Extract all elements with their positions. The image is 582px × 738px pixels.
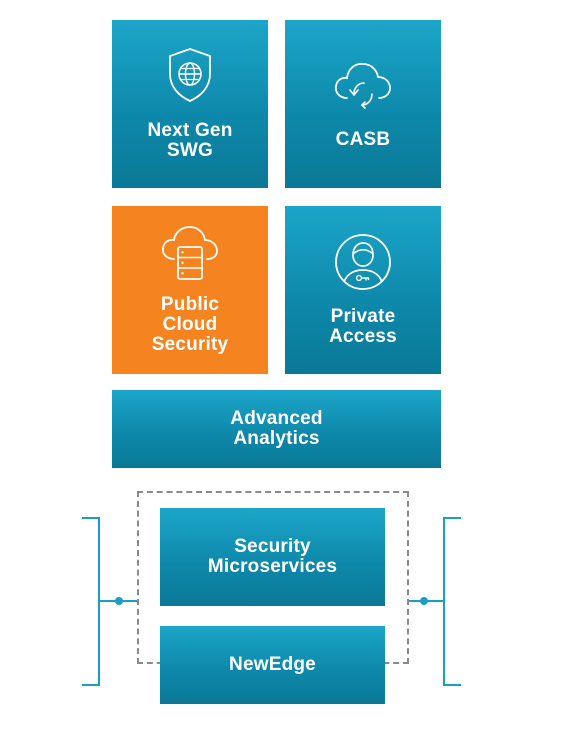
tile-next-gen-swg[interactable]: Next Gen SWG <box>112 20 268 188</box>
right-bracket-dot <box>420 597 428 605</box>
right-bracket <box>409 517 461 686</box>
cloud-server-icon <box>161 226 218 280</box>
tile-advanced-analytics-label: Advanced Analytics <box>230 408 323 449</box>
tile-casb-label: CASB <box>335 129 391 150</box>
tile-newedge-label: NewEdge <box>229 654 316 675</box>
tile-public-cloud-security-label: Public Cloud Security <box>151 294 229 355</box>
tile-next-gen-swg-label: Next Gen SWG <box>147 120 233 161</box>
tile-advanced-analytics[interactable]: Advanced Analytics <box>112 390 441 468</box>
user-key-icon <box>335 234 391 290</box>
shield-globe-icon <box>169 48 211 102</box>
tile-newedge[interactable]: NewEdge <box>160 626 385 704</box>
tile-security-microservices[interactable]: Security Microservices <box>160 508 385 606</box>
tile-casb[interactable]: CASB <box>285 20 441 188</box>
tile-security-microservices-label: Security Microservices <box>207 536 338 577</box>
tile-public-cloud-security[interactable]: Public Cloud Security <box>112 206 268 374</box>
tile-private-access[interactable]: Private Access <box>285 206 441 374</box>
left-bracket-dot <box>115 597 123 605</box>
cloud-sync-icon <box>334 63 391 109</box>
left-bracket <box>82 517 137 686</box>
tile-private-access-label: Private Access <box>329 306 397 347</box>
